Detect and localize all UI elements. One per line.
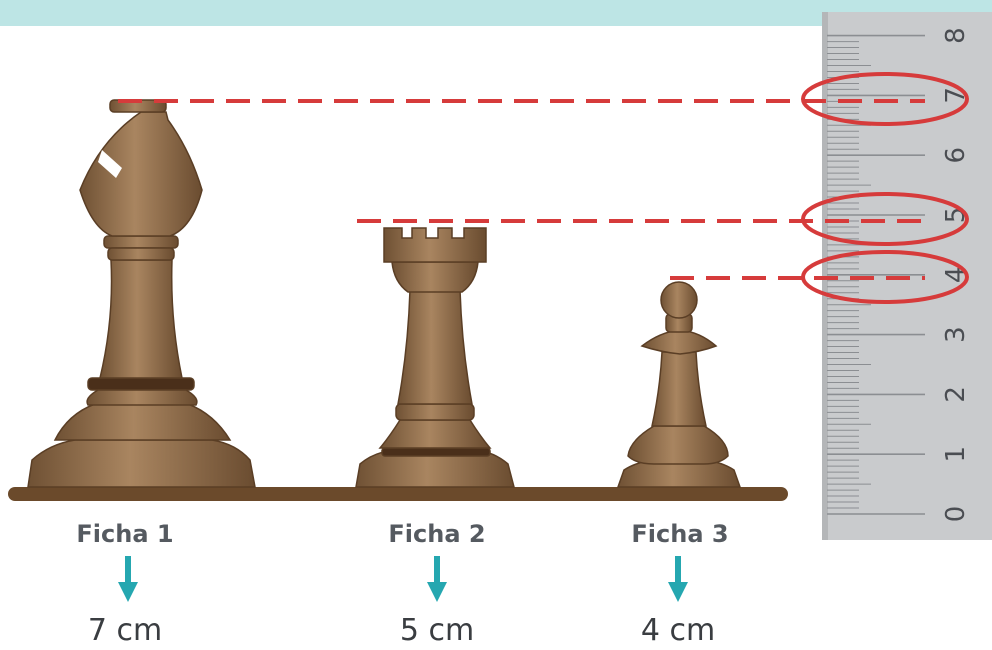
ruler-number-3: 3 (941, 326, 971, 343)
piece-label-3: Ficha 3 (580, 520, 780, 548)
piece-height-2: 5 cm (337, 613, 537, 648)
ruler-number-6: 6 (941, 147, 971, 164)
down-arrow-icon (668, 556, 688, 604)
ruler-number-8: 8 (941, 27, 971, 44)
pawn-icon (618, 282, 740, 487)
ruler-number-1: 1 (941, 446, 971, 463)
piece-height-3: 4 cm (578, 613, 778, 648)
guide-lines (118, 101, 925, 278)
board-base (8, 487, 788, 501)
down-arrow-icon (427, 556, 447, 604)
down-arrow-icon (118, 556, 138, 604)
piece-height-1: 7 cm (25, 613, 225, 648)
bishop-icon (28, 100, 255, 487)
piece-label-1: Ficha 1 (25, 520, 225, 548)
rook-icon (356, 228, 514, 487)
ruler-number-0: 0 (941, 506, 971, 523)
ruler-number-2: 2 (941, 386, 971, 403)
piece-label-2: Ficha 2 (337, 520, 537, 548)
